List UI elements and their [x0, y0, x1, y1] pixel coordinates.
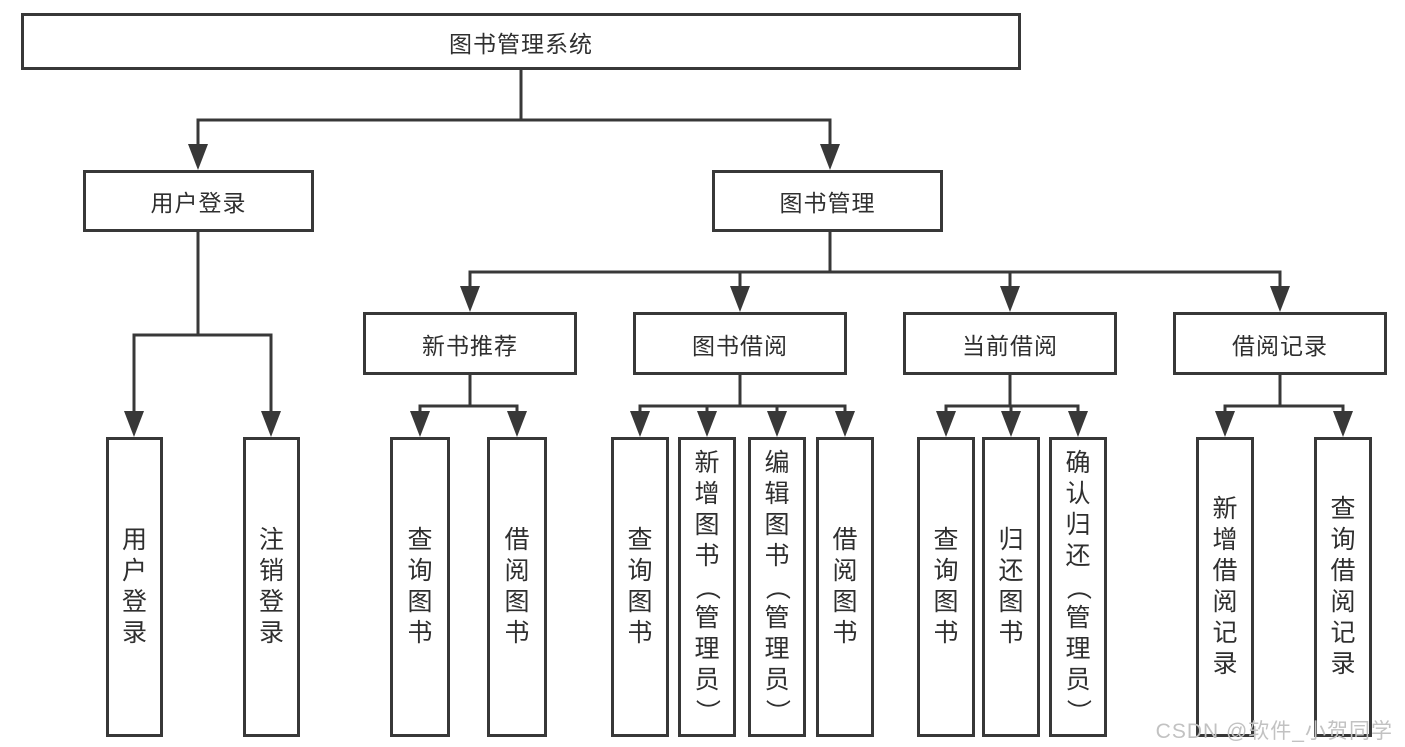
connector-level3-rail — [468, 270, 1282, 288]
leaf-edit-book-admin: 编辑图书（管理员） — [748, 437, 806, 737]
node-borrow-records-label: 借阅记录 — [1232, 332, 1328, 359]
leaf-query-books-recommend: 查询图书 — [390, 437, 450, 737]
node-borrow-records: 借阅记录 — [1173, 312, 1387, 375]
arrow-add-borrow-record — [1215, 411, 1235, 437]
arrow-query-books-2 — [630, 411, 650, 437]
arrow-query-books-3 — [936, 411, 956, 437]
leaf-query-books-borrow: 查询图书 — [611, 437, 669, 737]
arrow-book-management — [820, 144, 840, 170]
node-new-book-recommend: 新书推荐 — [363, 312, 577, 375]
arrow-leaf-user-login — [124, 411, 144, 437]
leaf-return-books: 归还图书 — [982, 437, 1040, 737]
node-current-borrow: 当前借阅 — [903, 312, 1117, 375]
arrow-add-book — [697, 411, 717, 437]
leaf-query-books-current: 查询图书 — [917, 437, 975, 737]
arrow-confirm-return — [1068, 411, 1088, 437]
arrow-query-borrow-record — [1333, 411, 1353, 437]
arrow-new-book-recommend — [460, 286, 480, 312]
node-user-login-label: 用户登录 — [150, 190, 247, 216]
node-new-book-recommend-label: 新书推荐 — [422, 332, 518, 359]
node-book-borrow-label: 图书借阅 — [692, 332, 788, 359]
arrow-user-login — [188, 144, 208, 170]
arrow-edit-book — [767, 411, 787, 437]
arrow-borrow-records — [1270, 286, 1290, 312]
node-root-label: 图书管理系统 — [449, 30, 593, 57]
connector-recommend-rail — [418, 404, 519, 413]
leaf-borrow-books-borrow: 借阅图书 — [816, 437, 874, 737]
node-user-login: 用户登录 — [83, 170, 314, 232]
leaf-add-borrow-record: 新增借阅记录 — [1196, 437, 1254, 737]
node-book-borrow: 图书借阅 — [633, 312, 847, 375]
arrow-query-books-1 — [410, 411, 430, 437]
arrow-borrow-books-2 — [835, 411, 855, 437]
arrow-borrow-books-1 — [507, 411, 527, 437]
node-current-borrow-label: 当前借阅 — [962, 332, 1058, 359]
arrow-current-borrow — [1000, 286, 1020, 312]
node-book-management: 图书管理 — [712, 170, 943, 232]
connector-records-rail — [1223, 404, 1345, 413]
arrow-book-borrow — [730, 286, 750, 312]
connector-user-login-rail — [132, 333, 273, 413]
connector-level2-rail — [196, 118, 832, 146]
leaf-borrow-books-recommend: 借阅图书 — [487, 437, 547, 737]
node-root: 图书管理系统 — [21, 13, 1021, 70]
node-book-management-label: 图书管理 — [779, 190, 876, 216]
connector-borrow-rail — [638, 404, 847, 413]
arrow-leaf-logout — [261, 411, 281, 437]
leaf-add-book-admin: 新增图书（管理员） — [678, 437, 736, 737]
leaf-logout: 注销登录 — [243, 437, 300, 737]
leaf-user-login: 用户登录 — [106, 437, 163, 737]
csdn-watermark: CSDN @软件_小贺同学 — [1155, 720, 1393, 743]
leaf-query-borrow-record: 查询借阅记录 — [1314, 437, 1372, 737]
leaf-confirm-return-admin: 确认归还（管理员） — [1049, 437, 1107, 737]
arrow-return-books — [1001, 411, 1021, 437]
